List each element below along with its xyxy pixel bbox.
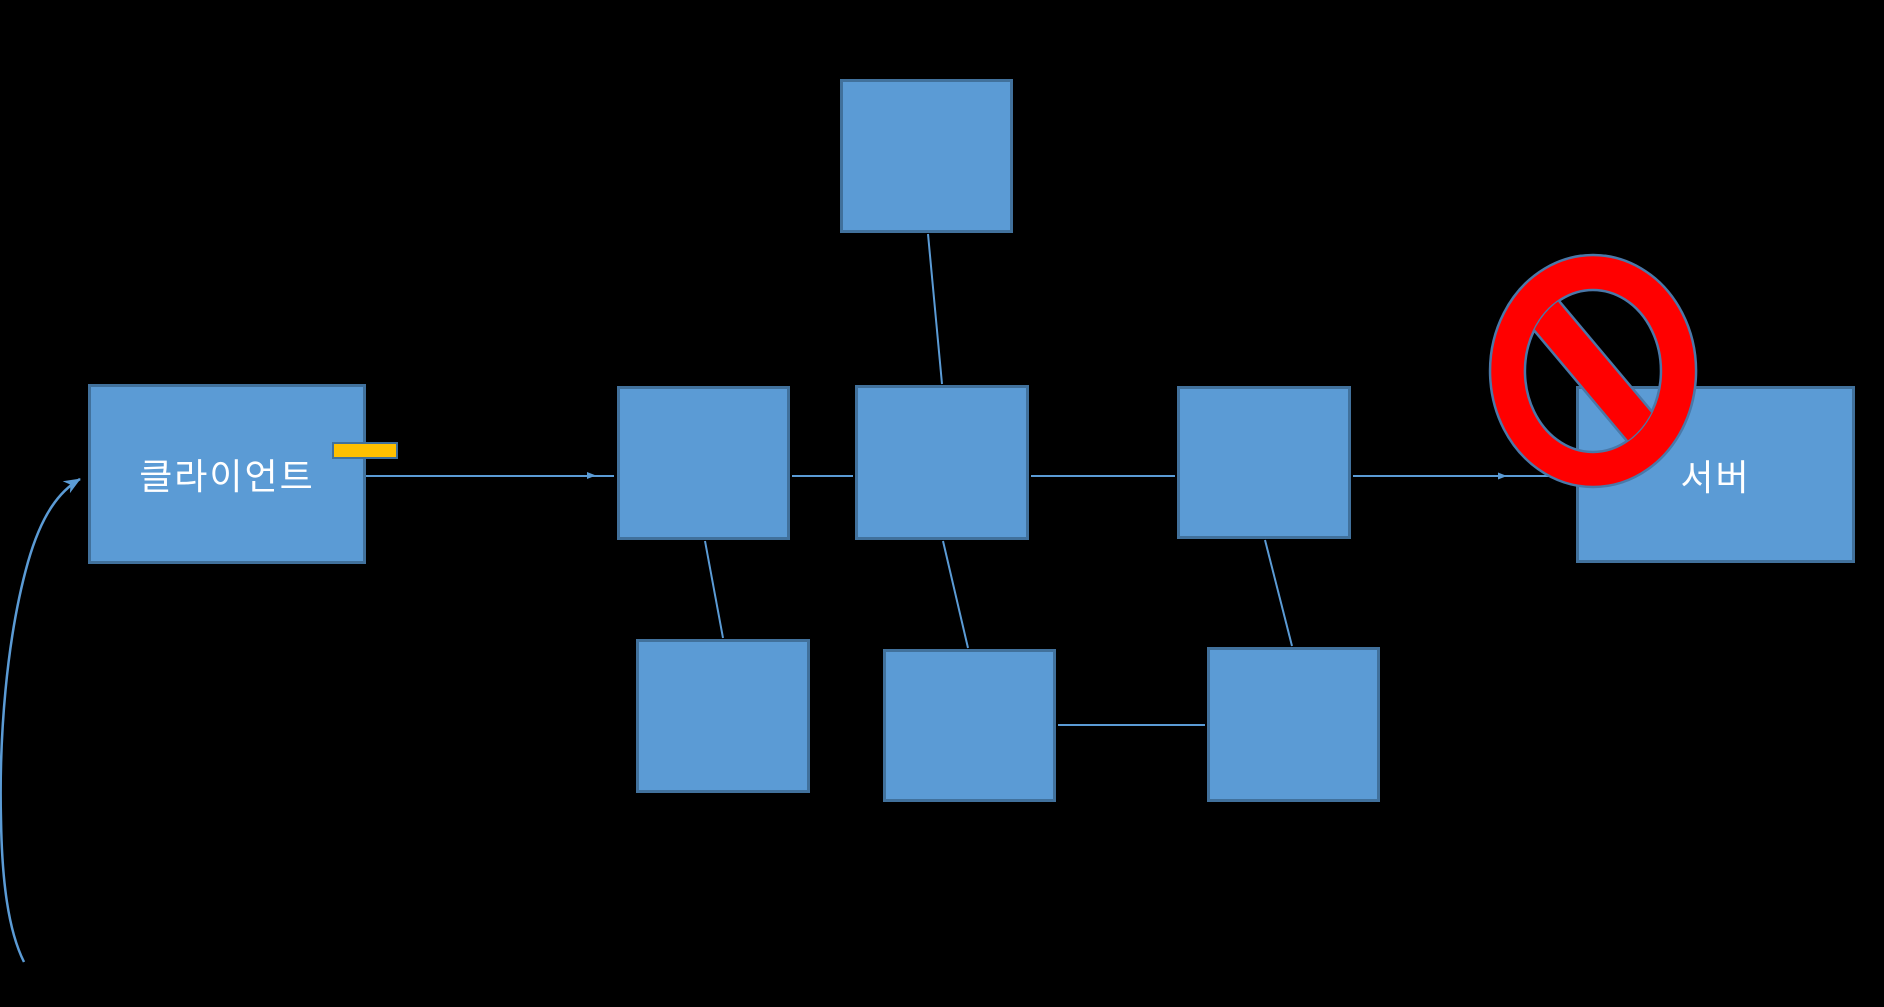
server-label: 서버 — [1680, 456, 1751, 498]
connector-middle3-to-bottom3 — [1264, 539, 1293, 647]
node-client: 클라이언트 — [88, 384, 366, 564]
connector-arrowhead-tick-1 — [587, 472, 596, 479]
client-label: 클라이언트 — [139, 456, 315, 497]
connector-arrowhead-tick-2 — [1498, 472, 1507, 480]
curved-arrow-icon — [0, 477, 81, 963]
node-relay-bottom-1 — [636, 639, 810, 793]
node-relay-middle-1 — [617, 386, 790, 540]
connector-middle1-to-bottom1 — [704, 540, 724, 639]
node-relay-middle-2 — [855, 385, 1029, 540]
node-relay-top — [840, 79, 1013, 233]
connector-top-to-middle2 — [927, 233, 943, 385]
node-server: 서버 — [1576, 386, 1855, 563]
yellow-marker-icon — [332, 442, 398, 459]
connector-middle2-to-bottom2 — [942, 540, 969, 649]
node-relay-middle-3 — [1177, 386, 1351, 539]
node-relay-bottom-2 — [883, 649, 1056, 802]
node-relay-bottom-3 — [1207, 647, 1380, 802]
